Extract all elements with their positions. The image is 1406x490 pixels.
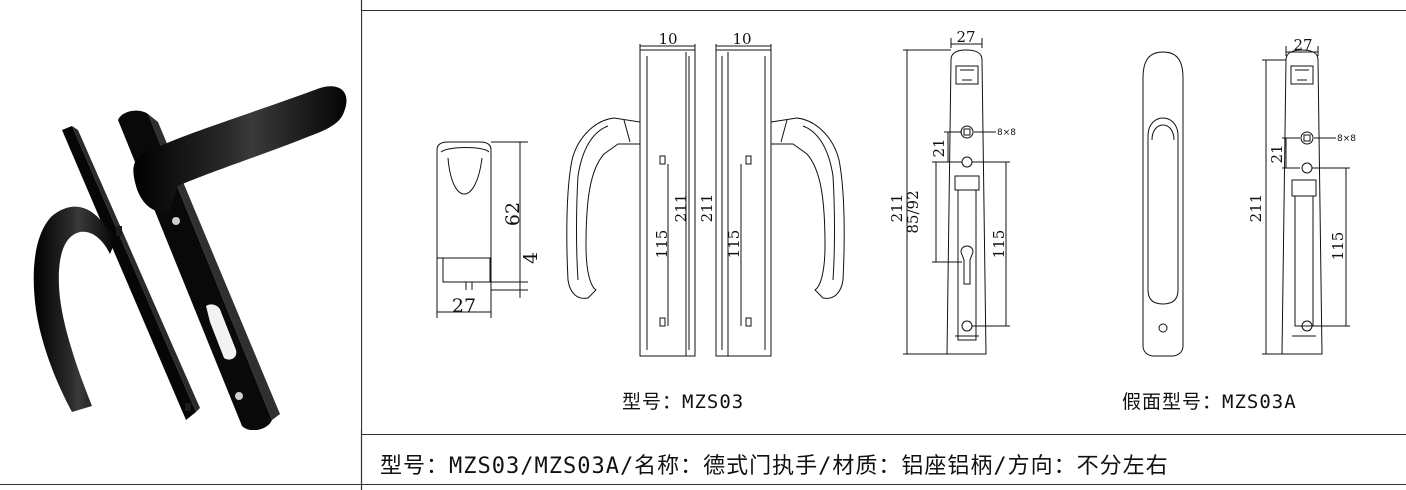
dim-side-height: 62 xyxy=(502,202,524,226)
caption-dummy-model: 假面型号：MZS03A xyxy=(1122,391,1297,413)
back-lever xyxy=(33,206,116,412)
door-handle-illustration xyxy=(33,86,347,431)
dim-hole-spacing-front: 115 xyxy=(990,230,1008,259)
dim-spindle-offset: 21 xyxy=(930,138,948,157)
dim-dummy-spindle-size: 8×8 xyxy=(1337,134,1356,144)
dim-hole-spacing-right: 115 xyxy=(725,230,743,259)
caption-model: 型号：MZS03 xyxy=(622,391,745,413)
dim-plate-depth-left: 10 xyxy=(658,30,677,48)
dim-total-length-left: 211 xyxy=(672,194,690,223)
dim-dummy-length: 211 xyxy=(1247,194,1265,223)
dim-plate-depth-right: 10 xyxy=(732,30,751,48)
dummy-handle-front xyxy=(1142,51,1184,357)
spec-footer: 型号：MZS03/MZS03A/名称：德式门执手/材质：铝座铝柄/方向：不分左右 xyxy=(380,454,1169,479)
dim-dummy-hole-spacing: 115 xyxy=(1329,232,1347,261)
dim-side-width: 27 xyxy=(452,295,476,317)
dim-front-width: 27 xyxy=(956,28,975,46)
dim-total-length-front: 211 xyxy=(888,194,906,223)
dim-dummy-width: 27 xyxy=(1293,36,1312,54)
front-view-plate xyxy=(903,38,1010,355)
dim-spindle-size: 8×8 xyxy=(997,128,1016,138)
technical-drawing: 62 4 27 10 115 211 xyxy=(362,10,1406,434)
front-lever xyxy=(133,86,347,213)
profile-view-right xyxy=(715,44,845,357)
back-plate xyxy=(62,126,200,420)
dim-center-distance: 85/92 xyxy=(904,190,922,233)
dummy-plate-back xyxy=(1262,46,1350,355)
dim-hole-spacing-left: 115 xyxy=(653,230,671,259)
product-photo xyxy=(0,10,361,431)
side-view xyxy=(436,141,528,318)
dim-total-length-right: 211 xyxy=(698,194,716,223)
dim-side-step: 4 xyxy=(520,252,542,264)
dimension-drawing: 62 4 27 10 115 211 xyxy=(436,28,1356,357)
dim-dummy-offset: 21 xyxy=(1268,144,1286,163)
profile-view-left xyxy=(566,44,696,357)
